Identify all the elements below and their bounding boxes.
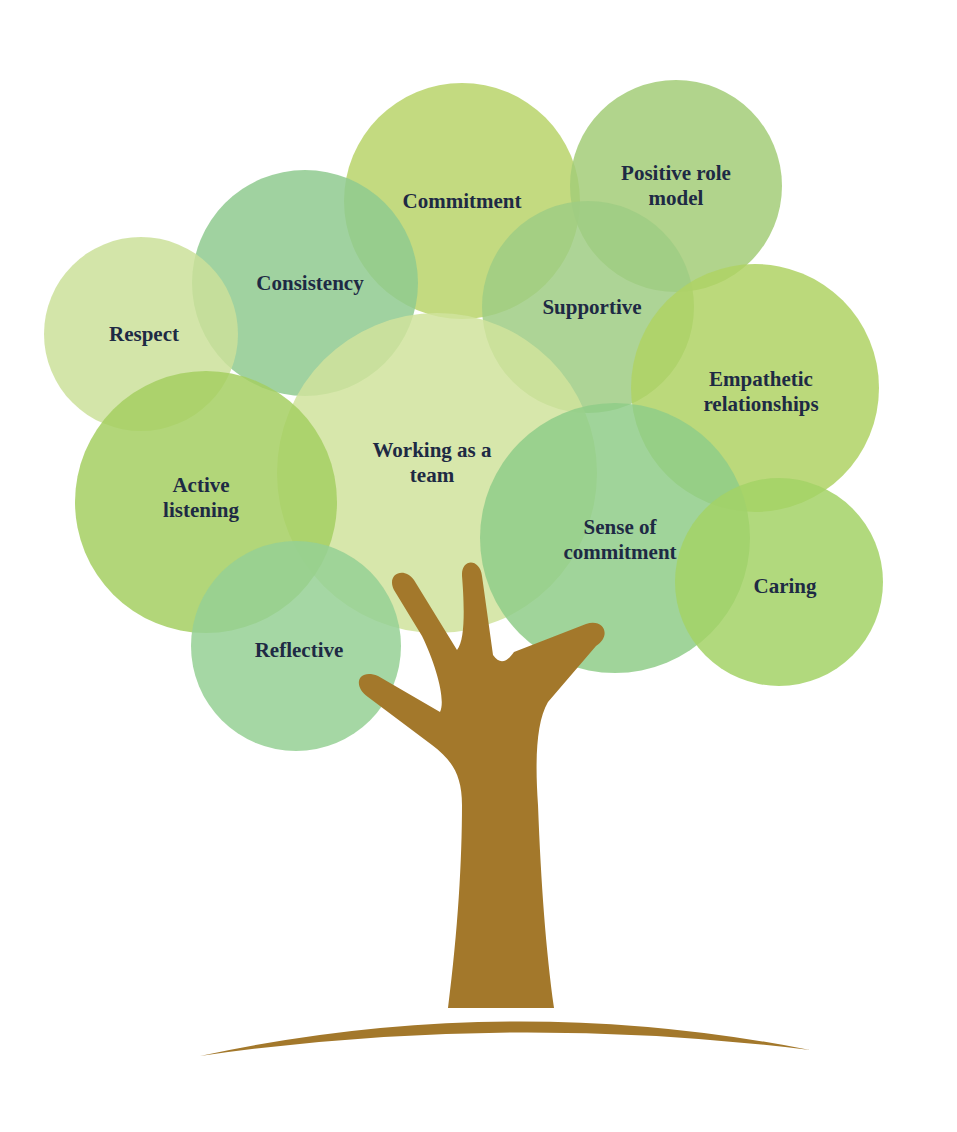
node-label: Caring <box>710 574 860 599</box>
node-label: Respect <box>69 322 219 347</box>
node-label: Empathetic relationships <box>691 367 831 417</box>
node-label: Positive role model <box>601 161 751 211</box>
node-label: Reflective <box>209 638 389 663</box>
node-label: Working as a team <box>370 438 495 488</box>
node-label: Commitment <box>362 189 562 214</box>
node-label: Supportive <box>502 295 682 320</box>
node-label: Sense of commitment <box>555 515 685 565</box>
node-label: Active listening <box>151 473 251 523</box>
node-label: Consistency <box>210 271 410 296</box>
circle-fill <box>675 478 883 686</box>
value-circle: Caring <box>675 478 883 686</box>
ground-line <box>200 1021 810 1056</box>
value-circle: Reflective <box>191 541 401 751</box>
circle-fill <box>191 541 401 751</box>
